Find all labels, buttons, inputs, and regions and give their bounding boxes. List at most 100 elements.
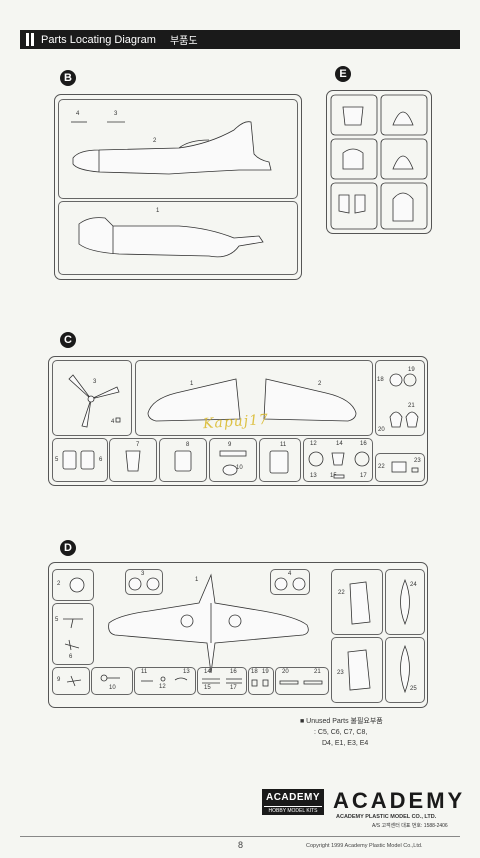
unused-parts-note: ■ Unused Parts 불필요부품 : C5, C6, C7, C8, D… [300,716,383,749]
part-d2-cell: 2 [52,569,94,601]
part-d3-cell: 3 [125,569,163,595]
parts-d18-19-cell: 18 19 [248,667,274,695]
customer-service-number: A/S 고객센터 대표 번호: 1588-2406 [372,823,448,829]
parts-22-23-cell: 22 23 [375,453,425,482]
part-d2-drawing [69,577,85,593]
part-label: 12 [310,441,317,447]
section-letter-d: D [60,540,76,556]
part-d25-drawing [400,644,410,694]
parts-d14-17-drawing [202,678,242,684]
part-label: 2 [57,581,61,587]
landing-gear-drawing [63,618,83,651]
part-label: 11 [141,669,148,675]
part-label: 14 [204,669,211,675]
part-label: 5 [55,617,59,623]
parts-12-17-drawing [308,451,370,479]
part-label: 4 [76,111,80,117]
part-label: 10 [109,685,116,691]
part-label: 20 [378,427,385,433]
parts-9-10-drawing [219,450,247,476]
part-label: 4 [111,419,115,425]
unused-parts-list-2: D4, E1, E3, E4 [322,740,369,747]
part-label: 6 [69,654,73,660]
part-label: 21 [314,669,321,675]
part-d24-cell: 24 [385,569,425,635]
part-label: 21 [408,403,415,409]
landing-gear-cell: 5 6 [52,603,94,665]
parts-d11-13-cell: 11 12 13 [134,667,196,695]
part-d25-cell: 25 [385,637,425,703]
part-label: 22 [338,590,345,596]
logo-bottom-text: HOBBY MODEL KITS [264,806,322,814]
part-label: 16 [230,669,237,675]
wheels-right-drawing [274,577,306,591]
wing-upper-drawing [147,378,357,422]
part-label: 25 [410,686,417,692]
part-label: 23 [414,458,421,464]
part-label: 24 [410,582,417,588]
part-label: 1 [195,577,199,583]
part-label: 13 [310,473,317,479]
logo-top-text: ACADEMY [265,792,321,803]
part-8-cell: 8 [159,438,207,482]
part-d24-drawing [400,578,410,626]
part-label: 12 [159,684,166,690]
propeller-cell: 3 4 [52,360,132,436]
part-label: 13 [183,669,190,675]
part-label: 2 [318,381,322,387]
seat-parts-drawing [62,450,95,470]
academy-logo: ACADEMY HOBBY MODEL KITS [262,789,324,815]
part-label: 7 [136,442,140,448]
part-d22-drawing [349,581,371,625]
part-d4-cell: 4 [270,569,310,595]
section-letter-c: C [60,332,76,348]
page-title: Parts Locating Diagram [41,33,156,46]
part-d9-drawing [66,675,82,687]
part-label: 8 [186,442,190,448]
part-d23-drawing [347,649,371,691]
part-label: 2 [153,138,157,144]
page-number: 8 [238,840,244,850]
part-label: 3 [93,379,97,385]
part-8-drawing [174,450,192,472]
part-d10-drawing [100,674,120,682]
part-label: 16 [360,441,367,447]
part-11-drawing [269,450,289,474]
unused-parts-heading: ■ Unused Parts 불필요부품 [300,718,383,725]
parts-d20-21-drawing [279,680,323,685]
sprue-b-fuselage-right-cell: 1 [58,201,298,275]
footer-divider [20,836,460,837]
part-label: 17 [360,473,367,479]
parts-12-17-cell: 12 14 16 13 15 17 [303,438,373,482]
parts-d11-13-drawing [141,676,188,682]
parts-9-10-cell: 9 10 [209,438,257,482]
part-label: 9 [57,677,61,683]
spinner-bombs-drawing [389,373,419,428]
part-7-drawing [125,450,141,472]
wing-upper-cell: 1 2 [135,360,373,436]
part-label: 3 [114,111,118,117]
part-d23-cell: 23 [331,637,383,703]
part-d22-cell: 22 [331,569,383,635]
canopy-parts-drawing [330,94,428,230]
section-letter-e: E [335,66,351,82]
header-bars-icon [26,33,35,46]
part-label: 15 [330,473,337,479]
company-name: ACADEMY PLASTIC MODEL CO., LTD. [336,814,437,820]
part-label: 20 [282,669,289,675]
part-label: 18 [377,377,384,383]
part-11-cell: 11 [259,438,301,482]
spinner-bombs-cell: 18 19 20 21 [375,360,425,436]
part-label: 19 [408,367,415,373]
sprue-d-panel: 2 3 1 4 22 [48,562,428,708]
part-d9-cell: 9 [52,667,90,695]
parts-d14-17-cell: 14 15 16 17 [197,667,247,695]
part-label: 22 [378,464,385,470]
sprue-c-panel: 3 4 1 2 18 19 20 21 [48,356,428,486]
part-label: 10 [236,465,243,471]
part-label: 6 [99,457,103,463]
part-label: 1 [190,381,194,387]
sprue-e-panel [326,90,432,234]
parts-22-23-drawing [391,461,419,473]
